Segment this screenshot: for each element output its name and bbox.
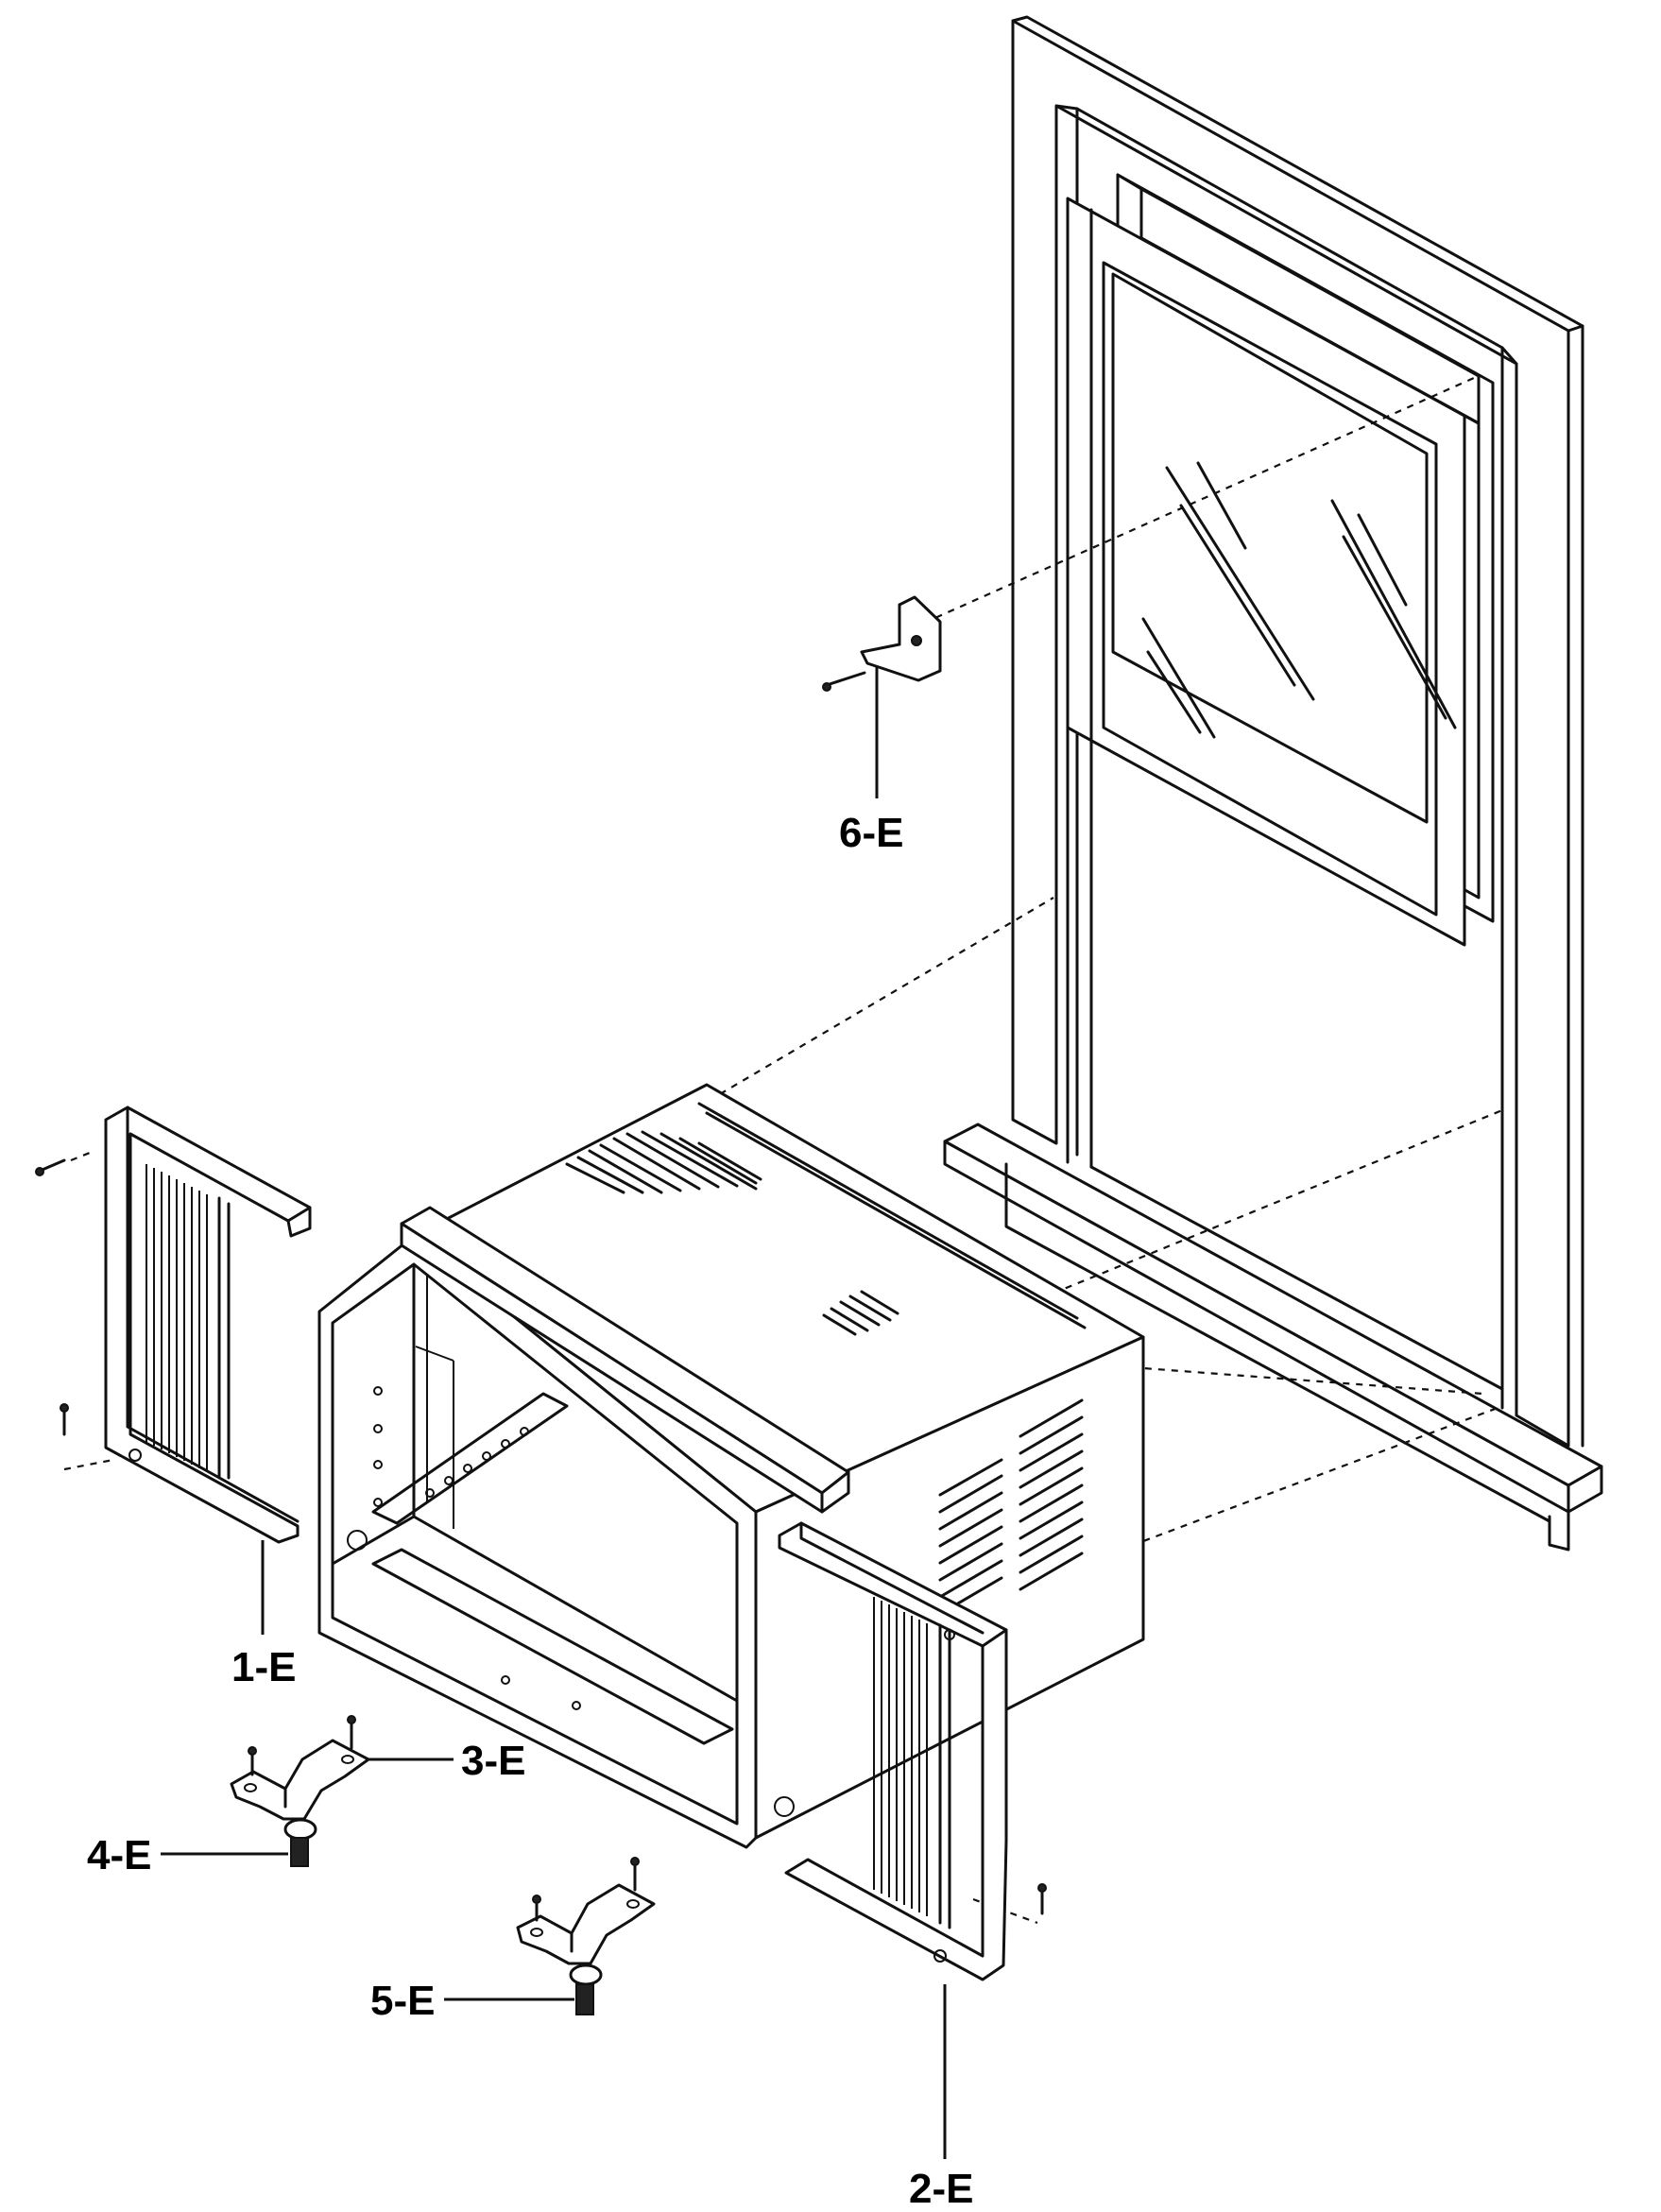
top-vent-small [822, 1290, 899, 1336]
part-label-4-e: 4-E [87, 1832, 152, 1878]
bracket-6-e [860, 595, 942, 682]
bracket-5-e [516, 1883, 656, 1965]
part-label-2-e: 2-E [909, 2166, 974, 2212]
side-louvers [938, 1398, 1084, 1616]
part-label-3-e: 3-E [461, 1738, 526, 1784]
leader-lines [161, 666, 947, 2159]
left-curtain-pleats [146, 1164, 231, 1480]
right-side-curtain [778, 1521, 1008, 1981]
alignment-lines [63, 376, 1503, 1925]
part-label-6-e: 6-E [839, 810, 904, 856]
left-side-curtain [104, 1106, 312, 1544]
right-curtain-pleats [873, 1597, 951, 1929]
part-label-5-e: 5-E [370, 1978, 436, 2024]
window-sill [943, 1099, 1603, 1552]
top-vent-large [565, 1130, 762, 1194]
lower-sash [1066, 197, 1466, 1169]
bracket-3-e [230, 1739, 370, 1821]
screws [35, 671, 1047, 2015]
part-label-1-e: 1-E [231, 1644, 297, 1690]
ac-cabinet [317, 1083, 1145, 1849]
